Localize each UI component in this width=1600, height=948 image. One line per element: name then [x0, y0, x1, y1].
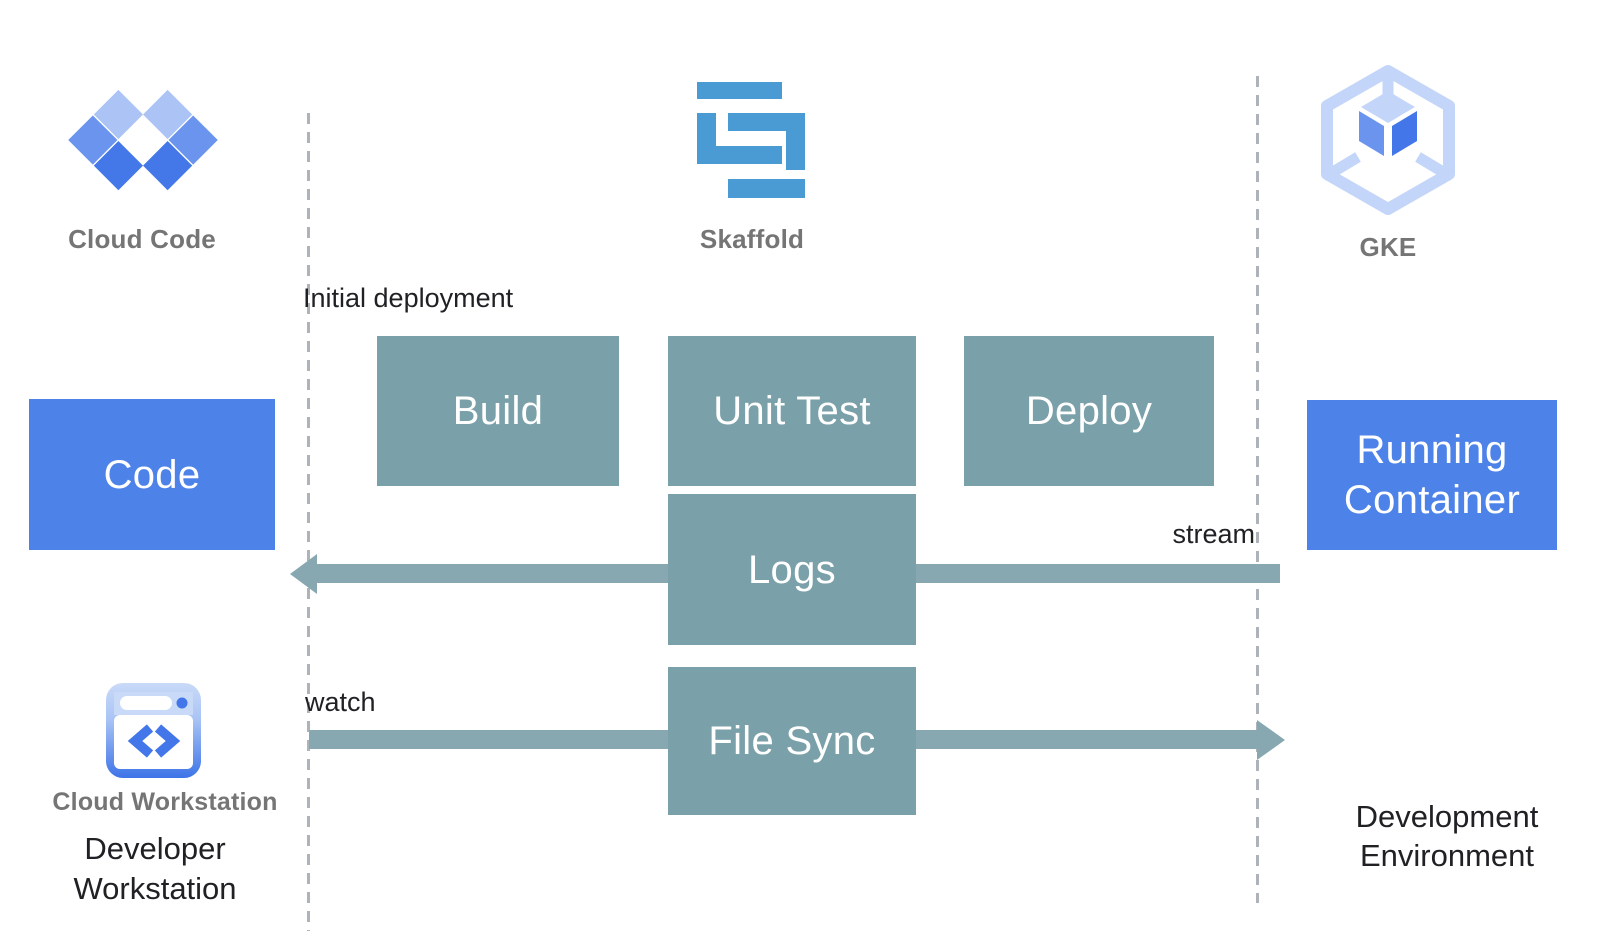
deploy-node: Deploy	[964, 336, 1214, 486]
stream-label: stream	[1172, 519, 1255, 549]
build-node: Build	[377, 336, 619, 486]
development-environment-label: Development Environment	[1355, 799, 1539, 873]
watch-label: watch	[305, 687, 376, 717]
arrowhead-right-icon	[1257, 720, 1285, 760]
file-sync-node-label: File Sync	[708, 719, 876, 763]
cloud-code-icon	[68, 89, 218, 191]
logs-node: Logs	[668, 494, 916, 645]
cloud-code-label: Cloud Code	[68, 224, 216, 254]
arrowhead-left-icon	[290, 554, 317, 594]
code-node: Code	[29, 399, 275, 550]
unit-test-node: Unit Test	[668, 336, 916, 486]
left-lane-dashed-divider	[307, 113, 310, 931]
cloud-workstation-icon	[106, 683, 201, 778]
initial-deployment-label: Initial deployment	[303, 283, 514, 313]
skaffold-icon	[697, 82, 805, 198]
code-node-label: Code	[103, 452, 201, 497]
cloud-workstation-label: Cloud Workstation	[52, 788, 278, 816]
gke-label: GKE	[1359, 232, 1417, 262]
running-container-node-label: Running Container	[1343, 428, 1521, 522]
running-container-node: Running Container	[1307, 400, 1557, 550]
unit-test-node-label: Unit Test	[713, 389, 871, 433]
gke-icon	[1321, 65, 1455, 215]
file-sync-node: File Sync	[668, 667, 916, 815]
right-lane-dashed-divider	[1256, 76, 1259, 903]
skaffold-label: Skaffold	[699, 224, 805, 254]
developer-workstation-label: Developer Workstation	[73, 831, 237, 906]
build-node-label: Build	[452, 389, 544, 433]
logs-node-label: Logs	[748, 547, 836, 592]
deploy-node-label: Deploy	[1025, 389, 1153, 433]
